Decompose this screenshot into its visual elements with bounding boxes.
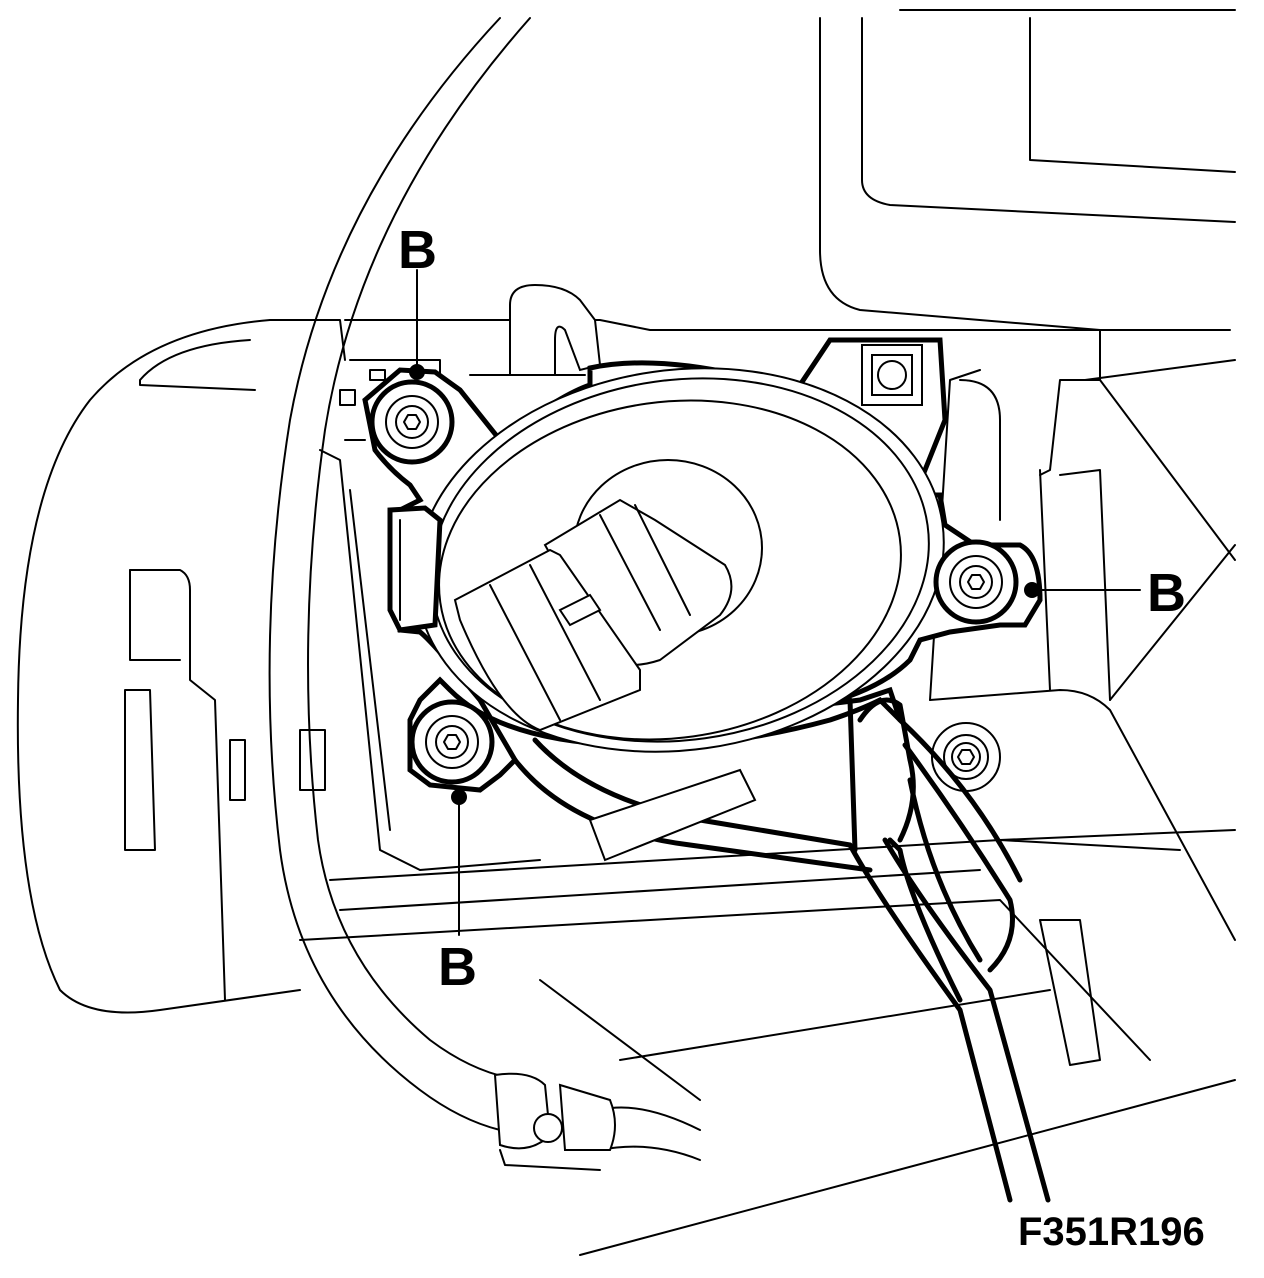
- screw-right: [933, 539, 1019, 625]
- side-clip: [387, 505, 443, 633]
- left-hose: [268, 17, 701, 1171]
- callout-dot-top: [409, 364, 425, 380]
- screw-lower-right: [931, 722, 1001, 792]
- background-housing: [579, 9, 1236, 1256]
- wiring-harness: [512, 697, 1051, 1203]
- callout-label-right: B: [1147, 563, 1186, 623]
- bulb-connector: [453, 498, 733, 732]
- callout-dot-right: [1024, 582, 1040, 598]
- callout-leaders: [409, 269, 1141, 936]
- left-panel: [16, 319, 346, 1014]
- callout-label-bottom: B: [438, 937, 477, 997]
- callout-label-top: B: [398, 220, 437, 280]
- screw-top-left: [369, 379, 455, 465]
- lower-housing: [299, 839, 1181, 1101]
- callout-dot-bottom: [451, 789, 467, 805]
- figure-code: F351R196: [1018, 1210, 1205, 1254]
- top-hook: [509, 283, 602, 376]
- upper-right-bolt: [861, 344, 923, 406]
- screw-bottom-left: [409, 699, 495, 785]
